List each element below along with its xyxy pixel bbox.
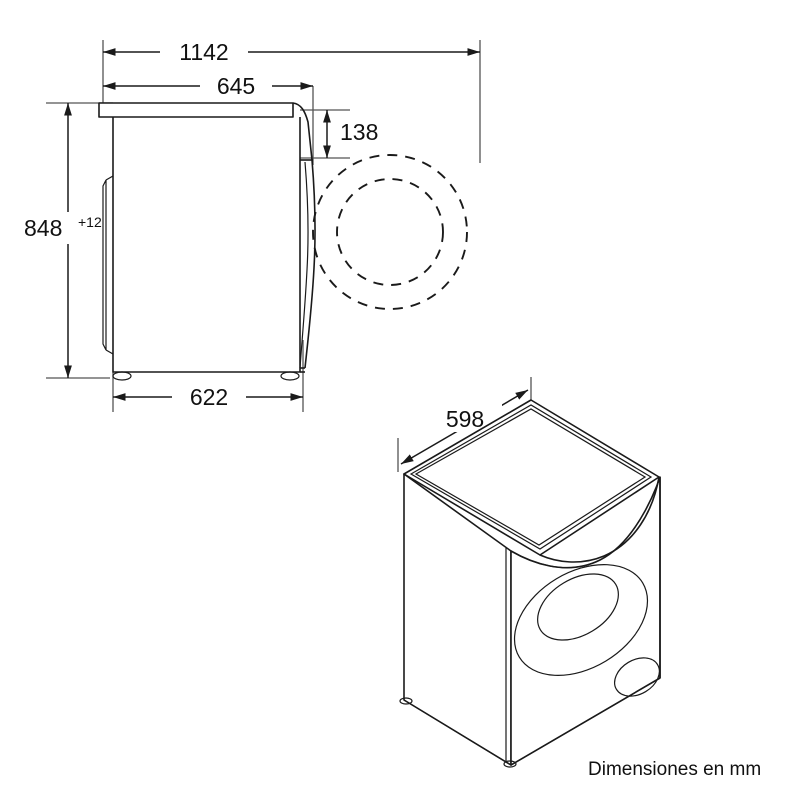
iso-foot-left bbox=[399, 697, 413, 705]
dimension-848-text-bg bbox=[52, 212, 86, 244]
door-swing-inner-arc bbox=[336, 178, 444, 286]
door-glass-window bbox=[537, 573, 619, 641]
door-swing-arcs bbox=[312, 154, 468, 310]
door-front-curve bbox=[304, 159, 316, 369]
rear-recess-strip bbox=[102, 179, 107, 351]
door-outer-ring bbox=[513, 564, 649, 676]
dimension-598-label: 598 bbox=[446, 406, 484, 432]
iso-foot-front bbox=[503, 760, 517, 768]
rear-recess-top-edge bbox=[105, 175, 114, 181]
dimension-1142: 1142 bbox=[103, 38, 480, 66]
appliance-iso-body bbox=[399, 399, 661, 768]
dimension-645-label: 645 bbox=[217, 73, 255, 99]
dimension-622-text-bg bbox=[172, 383, 246, 411]
dimension-1142-text-bg bbox=[160, 38, 248, 66]
side-view-group: 1142 645 138 848 +12 bbox=[24, 38, 481, 412]
door-swing-outer-arc bbox=[312, 154, 468, 310]
foot-rear bbox=[112, 371, 132, 381]
dimension-622-label: 622 bbox=[190, 384, 228, 410]
fascia-lower-edge bbox=[510, 550, 601, 569]
filter-flap-circle bbox=[614, 657, 660, 697]
dimension-848: 848 +12 bbox=[24, 103, 102, 378]
dimension-622: 622 bbox=[113, 383, 303, 411]
plinth-bottom-edge bbox=[403, 677, 661, 766]
dimension-138-label: 138 bbox=[340, 119, 378, 145]
dimension-645-text-bg bbox=[200, 72, 272, 100]
body-outline bbox=[112, 117, 301, 373]
top-panel-inset-2 bbox=[414, 408, 647, 546]
fascia-top-curve bbox=[292, 102, 313, 161]
worktop-slab bbox=[98, 102, 294, 118]
appliance-side-profile bbox=[98, 102, 316, 381]
units-note: Dimensiones en mm bbox=[588, 759, 761, 780]
rear-recess-bottom-edge bbox=[105, 349, 114, 355]
dimension-138: 138 bbox=[323, 110, 378, 158]
foot-front bbox=[280, 371, 300, 381]
dimension-645: 645 bbox=[103, 72, 313, 100]
iso-view-group: 598 bbox=[397, 377, 661, 768]
top-panel-inset-1 bbox=[409, 404, 653, 550]
fascia-shoulder-curve bbox=[539, 476, 660, 563]
door-inner-curve bbox=[299, 161, 309, 369]
dimension-848-tolerance-label: +12 bbox=[78, 214, 102, 230]
dimension-1142-label: 1142 bbox=[179, 39, 228, 65]
dimension-848-label: 848 bbox=[24, 215, 62, 241]
